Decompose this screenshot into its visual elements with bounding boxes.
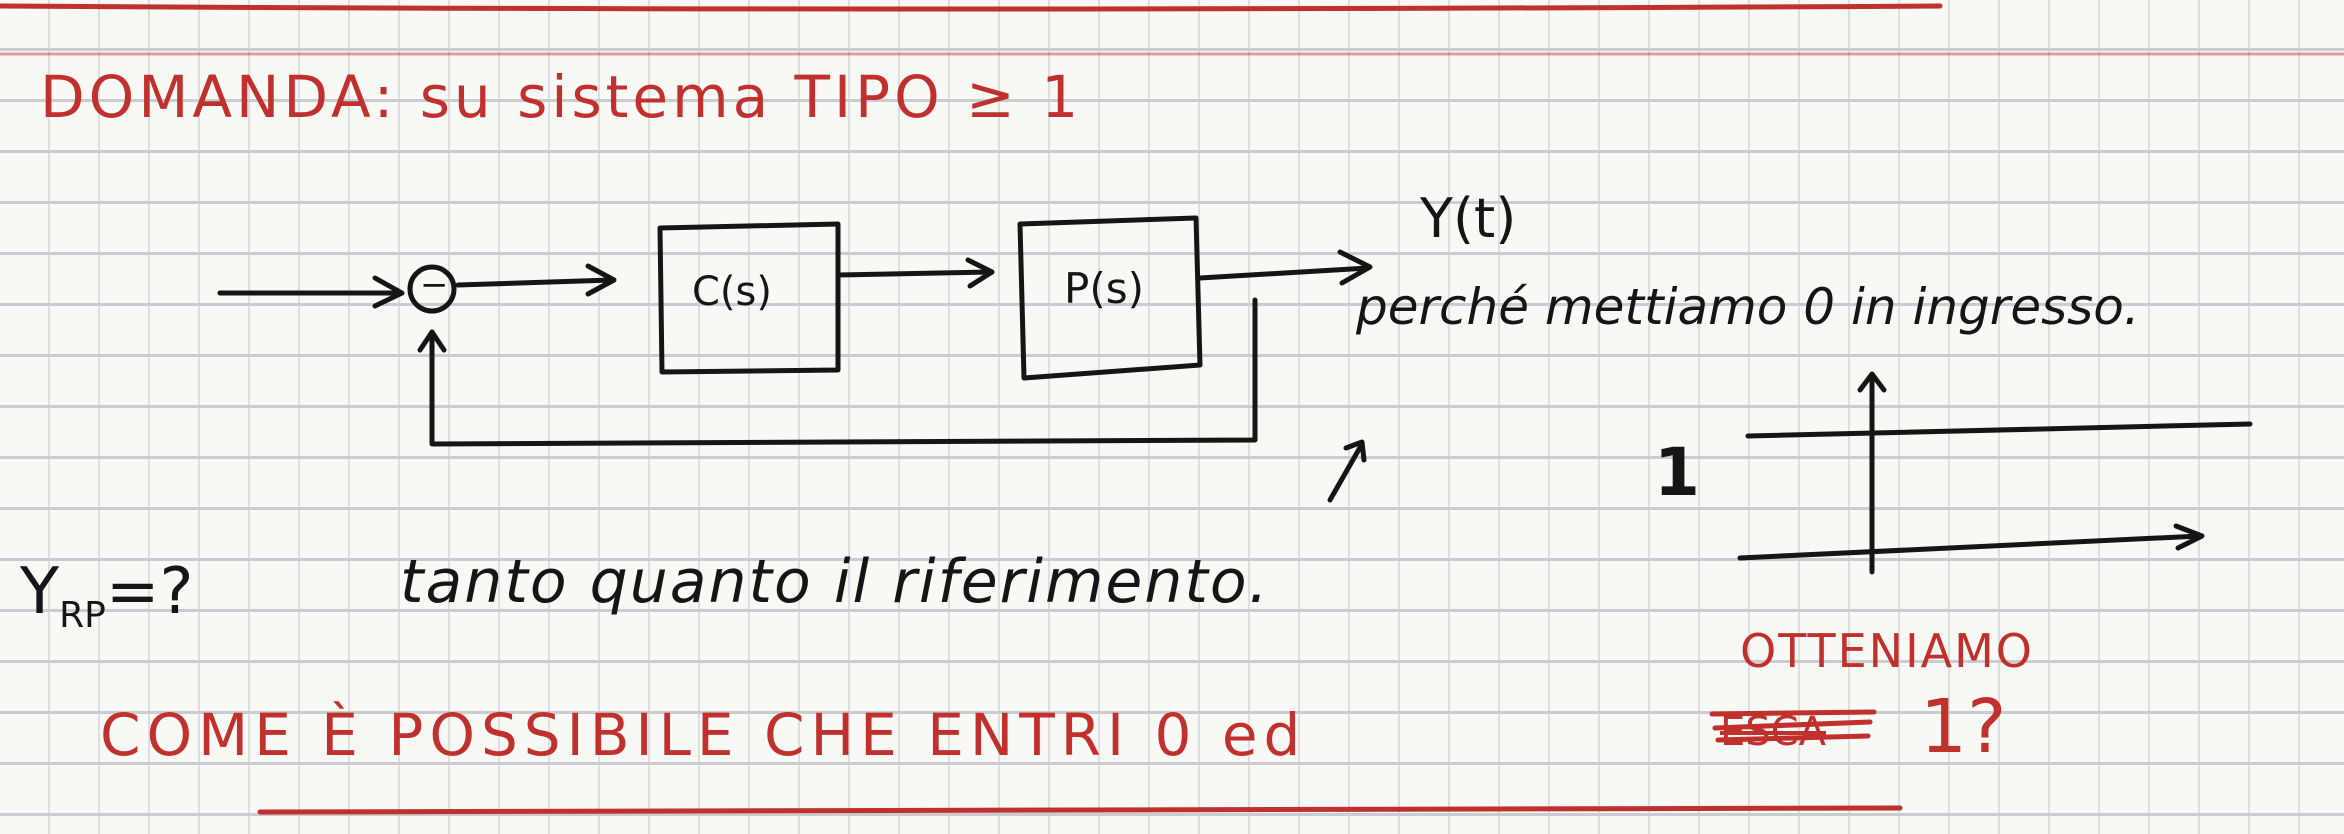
input-arrow	[217, 275, 405, 309]
arrow-to-plant	[835, 257, 995, 289]
feedback-arrowhead	[417, 329, 447, 353]
yrp-question: YRP=?	[20, 560, 193, 634]
feedback-path	[429, 297, 1258, 447]
sum-sign: −	[420, 265, 449, 305]
answer-text: tanto quanto il riferimento.	[400, 547, 1270, 617]
step-value: 1	[1654, 434, 1700, 511]
bottom-red-rule	[257, 805, 1903, 815]
plant-label: P(s)	[1064, 264, 1144, 313]
output-arrow	[1197, 249, 1373, 286]
struck-word: ESCA	[1720, 709, 1826, 755]
obtained-label: OTTENIAMO	[1740, 624, 2034, 678]
output-label: Y(t)	[1420, 187, 1517, 250]
yrp-subscript: RP	[59, 594, 106, 636]
controller-label: C(s)	[692, 269, 772, 315]
question-header: DOMANDA: su sistema TIPO ≥ 1	[40, 63, 1083, 131]
step-plot	[1737, 371, 2253, 575]
top-red-rule	[0, 3, 1943, 12]
result-value: 1?	[1920, 684, 2007, 770]
controller-box	[657, 221, 841, 375]
strike-scribble	[1709, 709, 1877, 743]
annotation-text: perché mettiamo 0 in ingresso.	[1356, 278, 2140, 336]
bottom-question: COME È POSSIBILE CHE ENTRI 0 ed	[100, 701, 1307, 769]
arrow-to-controller	[455, 263, 617, 297]
yrp-suffix: =?	[105, 555, 194, 629]
pointer-arrow	[1327, 439, 1367, 503]
summing-junction	[407, 264, 457, 314]
plant-box	[1017, 215, 1203, 381]
yrp-symbol: Y	[20, 555, 60, 629]
